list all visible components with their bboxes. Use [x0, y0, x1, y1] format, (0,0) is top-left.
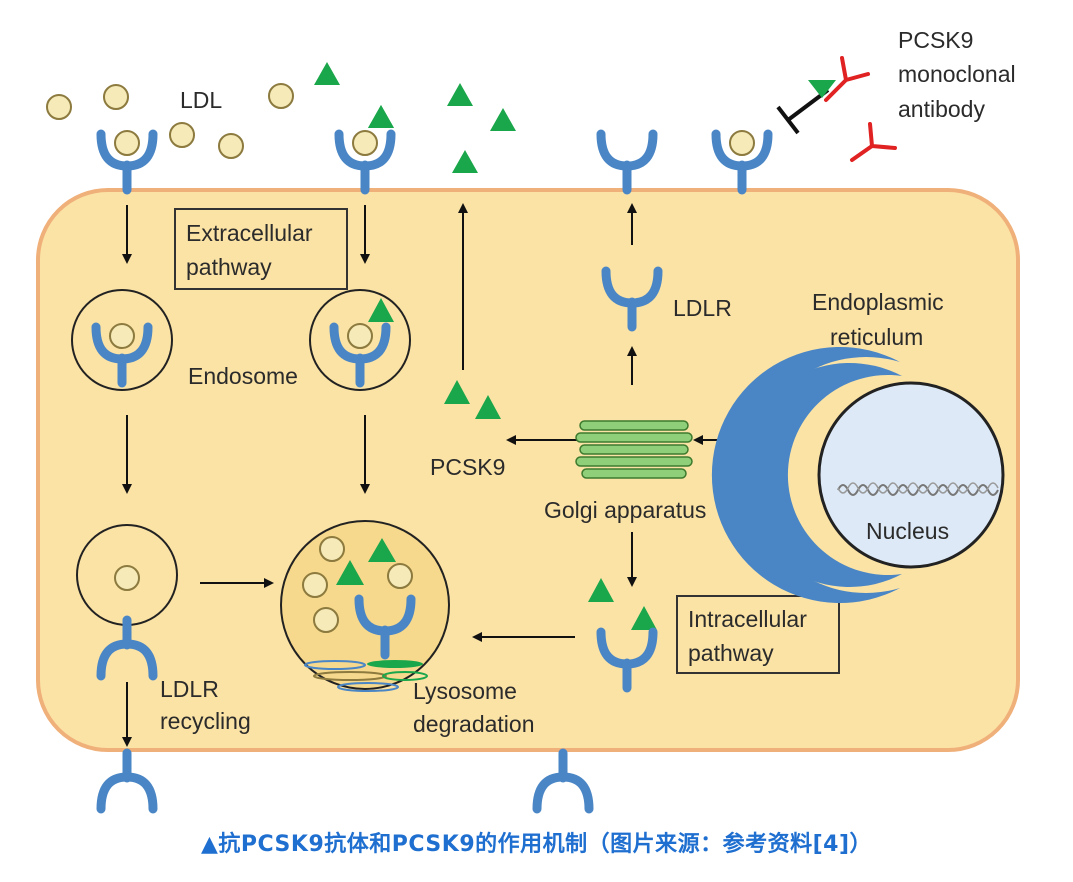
pcsk9-triangle: [452, 150, 478, 173]
ldl-particle: [729, 130, 755, 156]
label-ldl: LDL: [180, 87, 222, 113]
label-nucleus: Nucleus: [866, 518, 949, 544]
pcsk9-triangle: [368, 105, 394, 128]
label-lysosome-1: Lysosome: [413, 678, 517, 704]
intracellular-pathway-box: [676, 595, 840, 674]
endosome-left: [71, 289, 173, 391]
ldl-particle: [352, 130, 378, 156]
label-pcsk9: PCSK9: [430, 454, 505, 480]
antibody-icon: [824, 56, 870, 102]
antibody-inhibition: [776, 56, 897, 162]
figure-caption: ▲抗PCSK9抗体和PCSK9的作用机制（图片来源：参考资料[4]）: [200, 832, 873, 857]
ldl-particle: [169, 122, 195, 148]
pcsk9-triangle: [368, 538, 396, 562]
endosome-right: [309, 289, 411, 391]
ldl-particle: [387, 563, 413, 589]
label-endosome: Endosome: [188, 363, 298, 389]
ldl-particle: [313, 607, 339, 633]
ldl-particle: [109, 323, 135, 349]
label-ldlr: LDLR: [673, 295, 732, 321]
label-antibody-2: monoclonal: [898, 61, 1016, 87]
ldl-particle: [347, 323, 373, 349]
dna-icon: [837, 484, 999, 496]
label-lysosome-2: degradation: [413, 711, 535, 737]
ldl-particle: [103, 84, 129, 110]
pcsk9-triangle: [336, 560, 364, 585]
label-er-2: reticulum: [830, 324, 923, 350]
ldl-particle: [268, 83, 294, 109]
ldl-particle: [46, 94, 72, 120]
pathway-arrows: [122, 203, 788, 747]
ldl-particle: [114, 565, 140, 591]
pcsk9-triangle: [314, 62, 340, 85]
ldlr-receptor: [537, 753, 589, 809]
surface-receptors: [101, 105, 768, 190]
ldl-particle: [302, 572, 328, 598]
label-extracellular-2: pathway: [186, 254, 272, 280]
lysosome: [280, 520, 450, 692]
label-er-1: Endoplasmic: [812, 289, 944, 315]
extracellular-pathway-box: [174, 208, 348, 290]
label-intracellular-2: pathway: [688, 640, 774, 666]
pcsk9-triangle: [368, 298, 394, 322]
label-recycling-1: LDLR: [160, 676, 219, 702]
golgi-apparatus: [575, 420, 693, 479]
label-antibody-3: antibody: [898, 96, 985, 122]
pcsk9-triangle: [631, 606, 657, 630]
endoplasmic-reticulum: [711, 347, 902, 603]
pcsk9-triangle: [490, 108, 516, 131]
label-antibody-1: PCSK9: [898, 27, 973, 53]
ldl-particle: [114, 130, 140, 156]
nucleus: [817, 381, 1005, 569]
ldl-particle: [218, 133, 244, 159]
label-recycling-2: recycling: [160, 708, 251, 734]
ldlr-receptor: [101, 753, 153, 809]
antibody-icon: [850, 122, 897, 162]
label-intracellular-1: Intracellular: [688, 606, 807, 632]
ldl-particle: [319, 536, 345, 562]
ldl-particles: [46, 83, 294, 159]
recycling-vesicle: [76, 524, 178, 676]
ldlr-receptor: [601, 134, 653, 190]
label-golgi: Golgi apparatus: [544, 497, 706, 523]
pcsk9-triangle: [447, 83, 473, 106]
pcsk9-triangle: [444, 380, 470, 404]
label-extracellular-1: Extracellular: [186, 220, 313, 246]
pcsk9-triangle: [588, 578, 614, 602]
pcsk9-triangle: [475, 395, 501, 419]
pcsk9-triangle: [808, 80, 836, 98]
